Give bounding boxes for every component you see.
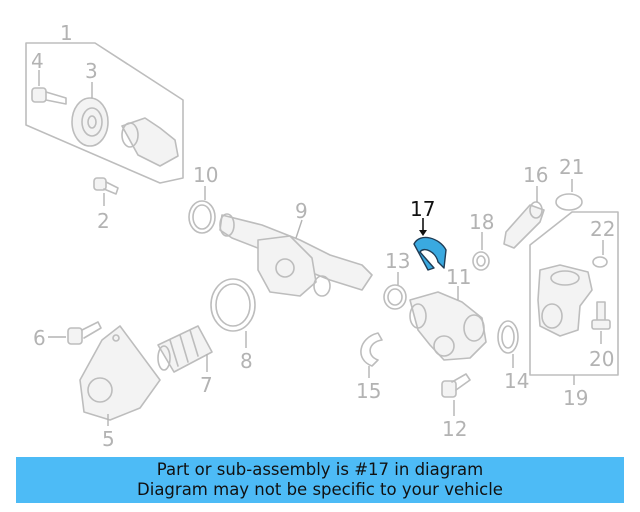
part-22-gasket <box>592 240 608 268</box>
callout-16: 16 <box>523 163 548 187</box>
part-17-clip-highlighted[interactable] <box>413 218 447 271</box>
part-14-o-ring <box>497 320 519 368</box>
part-16-sensor <box>503 186 545 249</box>
callout-21: 21 <box>559 155 584 179</box>
part-6-bolt <box>48 321 102 345</box>
callout-11: 11 <box>446 265 471 289</box>
callout-17[interactable]: 17 <box>410 197 435 221</box>
callout-6: 6 <box>33 326 46 350</box>
parts-diagram: 1 2 3 4 5 6 7 8 9 10 11 12 13 14 15 16 1… <box>25 21 619 451</box>
callout-2: 2 <box>97 209 110 233</box>
part-8-gasket <box>210 278 256 348</box>
part-10-gasket <box>188 186 216 234</box>
callout-4: 4 <box>31 49 44 73</box>
part-11-thermostat-housing <box>409 286 487 361</box>
info-banner: Part or sub-assembly is #17 in diagram D… <box>16 457 624 503</box>
part-3-pulley <box>71 82 109 147</box>
part-21-o-ring <box>555 179 583 211</box>
callout-7: 7 <box>200 373 213 397</box>
part-2-bolt <box>93 177 119 206</box>
banner-line-part: Part or sub-assembly is #17 in diagram <box>156 460 484 479</box>
part-pump-shaft <box>121 117 179 167</box>
part-4-bolt <box>31 70 67 105</box>
part-20-bolt <box>591 301 611 344</box>
callout-3: 3 <box>85 59 98 83</box>
callout-13: 13 <box>385 249 410 273</box>
callout-14: 14 <box>504 369 529 393</box>
part-5-housing <box>79 325 161 426</box>
group-19-bracket <box>529 211 619 385</box>
part-9-water-pipe <box>219 213 373 297</box>
callout-10: 10 <box>193 163 218 187</box>
callout-9: 9 <box>295 199 308 223</box>
callout-18: 18 <box>469 210 494 234</box>
part-12-bolt <box>441 373 471 416</box>
callout-5: 5 <box>102 427 115 451</box>
callout-20: 20 <box>589 347 614 371</box>
banner-line-disclaimer: Diagram may not be specific to your vehi… <box>137 480 503 499</box>
callout-1: 1 <box>60 21 73 45</box>
callout-22: 22 <box>590 217 615 241</box>
part-18-gasket <box>472 232 490 271</box>
part-19-flange <box>537 264 593 337</box>
callout-12: 12 <box>442 417 467 441</box>
part-15-clip <box>360 332 383 378</box>
callout-19: 19 <box>563 386 588 410</box>
callout-8: 8 <box>240 349 253 373</box>
group-1-bracket <box>25 42 184 184</box>
part-13-o-ring <box>383 272 407 310</box>
callout-15: 15 <box>356 379 381 403</box>
part-7-thermostat <box>157 325 213 373</box>
